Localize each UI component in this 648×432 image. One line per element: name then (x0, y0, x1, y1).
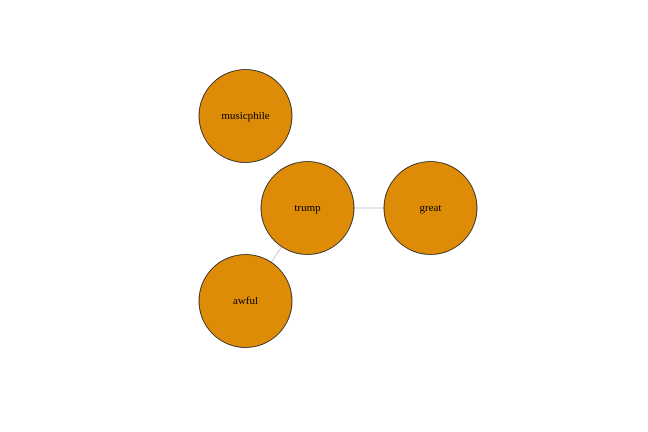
node-label-awful: awful (233, 295, 258, 307)
node-trump: trump (260, 161, 355, 255)
node-circle-awful (198, 254, 293, 348)
nodes-layer: musicphile trump great awful (198, 69, 478, 348)
node-label-musicphile: musicphile (221, 110, 269, 122)
node-musicphile: musicphile (198, 69, 293, 163)
node-label-great: great (420, 202, 442, 214)
node-awful: awful (198, 254, 293, 348)
node-label-trump: trump (294, 202, 321, 214)
node-circle-trump (260, 161, 355, 255)
edges-layer (270, 207, 384, 263)
node-great: great (383, 161, 478, 255)
edge-trump-awful (270, 246, 283, 263)
node-circle-great (383, 161, 478, 255)
node-circle-musicphile (198, 69, 293, 163)
